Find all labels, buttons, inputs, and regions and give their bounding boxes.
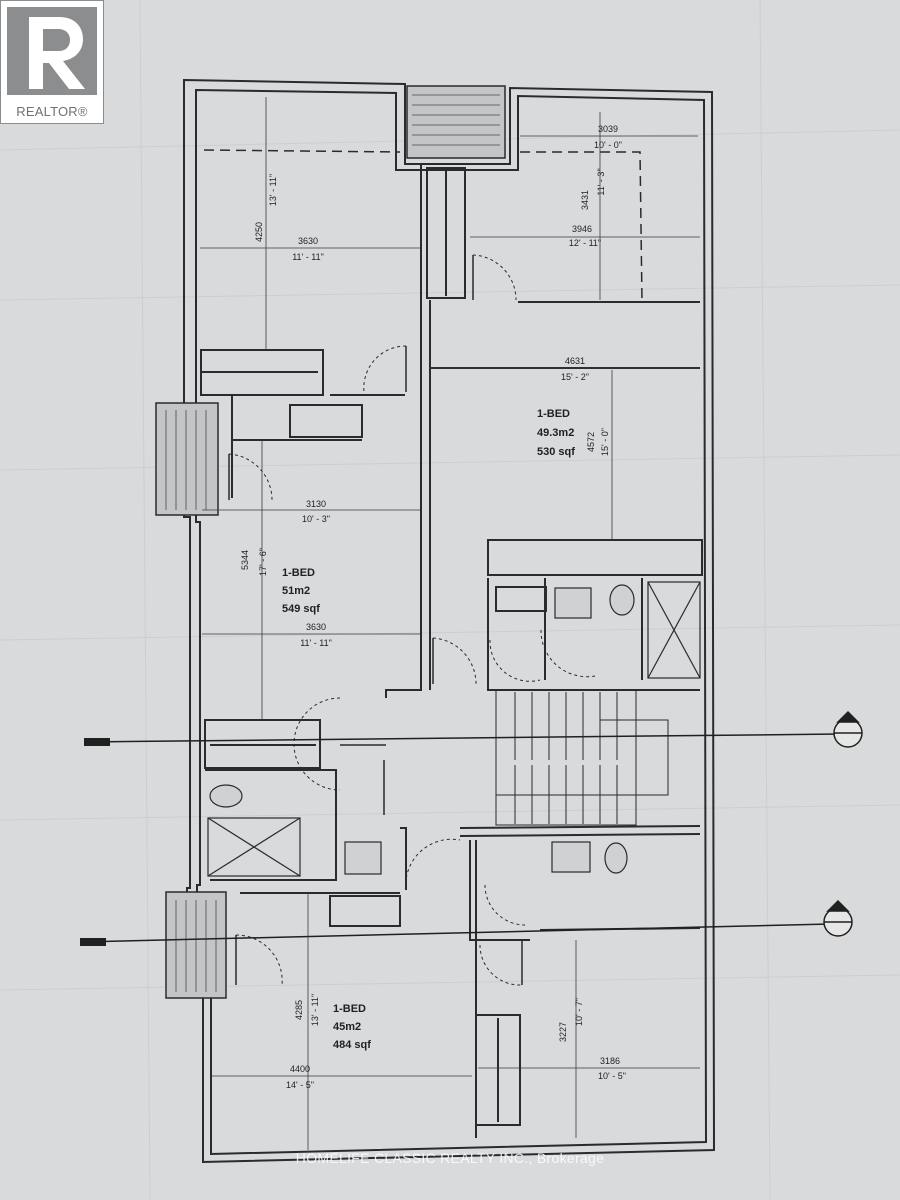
door-leaves bbox=[228, 255, 523, 985]
dim-d5-mm: 3946 bbox=[572, 224, 592, 234]
exterior-walls bbox=[183, 78, 716, 1164]
brokerage-watermark: HOMELIFE CLASSIC REALTY INC., Brokerage bbox=[295, 1150, 605, 1166]
unit-3-area-sqf: 484 sqf bbox=[333, 1039, 371, 1051]
dim-d2-ft: 11' - 11" bbox=[292, 252, 324, 262]
unit-1-area-sqf: 530 sqf bbox=[537, 446, 575, 458]
dim-d13-ft: 14' - 5" bbox=[286, 1080, 314, 1090]
dim-d2-mm: 3630 bbox=[298, 236, 318, 246]
interior-walls bbox=[200, 165, 703, 1138]
plumbing-fixtures bbox=[207, 581, 701, 877]
dim-d1-ft: 13' - 11" bbox=[268, 174, 278, 206]
section-markers bbox=[823, 710, 863, 937]
dim-d6-ft: 15' - 2" bbox=[561, 372, 589, 382]
dimension-labels: 4250 13' - 11" 3630 11' - 11" 3039 10' -… bbox=[240, 124, 626, 1090]
realtor-r-icon bbox=[7, 7, 97, 95]
unit-2-label: 1-BED bbox=[282, 567, 315, 579]
dim-d12-mm: 3227 bbox=[558, 1022, 568, 1042]
dim-d7-ft: 15' - 0" bbox=[600, 428, 610, 456]
unit-labels: 1-BED 49.3m2 530 sqf 1-BED 51m2 549 sqf … bbox=[282, 408, 575, 1051]
section-lines bbox=[79, 733, 841, 946]
dim-d5-ft: 12' - 11" bbox=[569, 238, 601, 248]
realtor-logo: REALTOR® bbox=[0, 0, 104, 124]
dim-d13-mm: 4400 bbox=[290, 1064, 310, 1074]
dim-d4-ft: 11' - 3" bbox=[596, 168, 606, 195]
overhang-dashed-line bbox=[203, 149, 401, 153]
dim-d4-mm: 3431 bbox=[580, 190, 590, 210]
dim-d14-ft: 10' - 5" bbox=[598, 1071, 626, 1081]
dim-d1-mm: 4250 bbox=[254, 222, 264, 242]
unit-3-area-m2: 45m2 bbox=[333, 1021, 361, 1033]
balcony-hatching bbox=[165, 94, 500, 992]
unit-1-area-m2: 49.3m2 bbox=[537, 427, 574, 439]
dim-d8-mm: 3130 bbox=[306, 499, 326, 509]
dim-d11-ft: 13' - 11" bbox=[310, 994, 320, 1026]
dim-d9-mm: 5344 bbox=[240, 550, 250, 570]
dim-d3-mm: 3039 bbox=[598, 124, 618, 134]
dim-d14-mm: 3186 bbox=[600, 1056, 620, 1066]
dim-d6-mm: 4631 bbox=[565, 356, 585, 366]
dim-d10-mm: 3630 bbox=[306, 622, 326, 632]
unit-3-label: 1-BED bbox=[333, 1003, 366, 1015]
dim-d11-mm: 4285 bbox=[294, 1000, 304, 1020]
dim-d7-mm: 4572 bbox=[586, 432, 596, 452]
dimension-lines bbox=[200, 97, 700, 1150]
dim-d9-ft: 17' - 6" bbox=[258, 548, 268, 576]
door-swings bbox=[228, 254, 596, 986]
staircase bbox=[495, 689, 669, 826]
dim-d8-ft: 10' - 3" bbox=[302, 514, 330, 524]
realtor-logo-text: REALTOR® bbox=[16, 104, 88, 119]
unit-1-label: 1-BED bbox=[537, 408, 570, 420]
unit-2-area-m2: 51m2 bbox=[282, 585, 310, 597]
dim-d3-ft: 10' - 0" bbox=[594, 140, 622, 150]
dim-d12-ft: 10' - 7" bbox=[574, 998, 584, 1026]
overhang-dashed-line-right bbox=[520, 151, 643, 303]
unit-2-area-sqf: 549 sqf bbox=[282, 603, 320, 615]
dim-d10-ft: 11' - 11" bbox=[300, 638, 332, 648]
